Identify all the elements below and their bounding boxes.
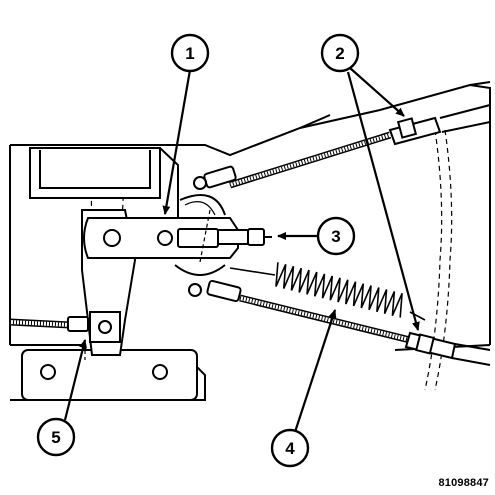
callout-2: 2	[320, 33, 360, 73]
callout-1: 1	[170, 33, 210, 73]
return-spring	[229, 262, 426, 321]
callout-4: 4	[270, 428, 310, 468]
leader-line-2a	[349, 67, 405, 117]
lower-cable	[188, 279, 491, 366]
adjuster-nut	[217, 228, 272, 246]
leader-lines	[63, 67, 420, 433]
leader-line-4	[293, 309, 337, 433]
callout-4-label: 4	[285, 439, 295, 458]
rear-cable-left	[9, 311, 121, 362]
upper-crossmember	[29, 147, 179, 230]
callout-3: 3	[316, 216, 356, 256]
adjuster-hook	[174, 194, 226, 276]
callout-1-label: 1	[185, 44, 194, 63]
leader-line-1	[162, 69, 192, 215]
equalizer-lever	[83, 217, 239, 259]
leader-line-5	[63, 339, 87, 421]
upper-cable	[193, 104, 491, 190]
figure-id: 81098847	[438, 477, 489, 489]
callout-2-label: 2	[335, 44, 344, 63]
callout-3-label: 3	[331, 227, 340, 246]
callout-5-label: 5	[51, 428, 60, 447]
leader-line-2b	[346, 71, 420, 331]
callout-5: 5	[36, 417, 76, 457]
